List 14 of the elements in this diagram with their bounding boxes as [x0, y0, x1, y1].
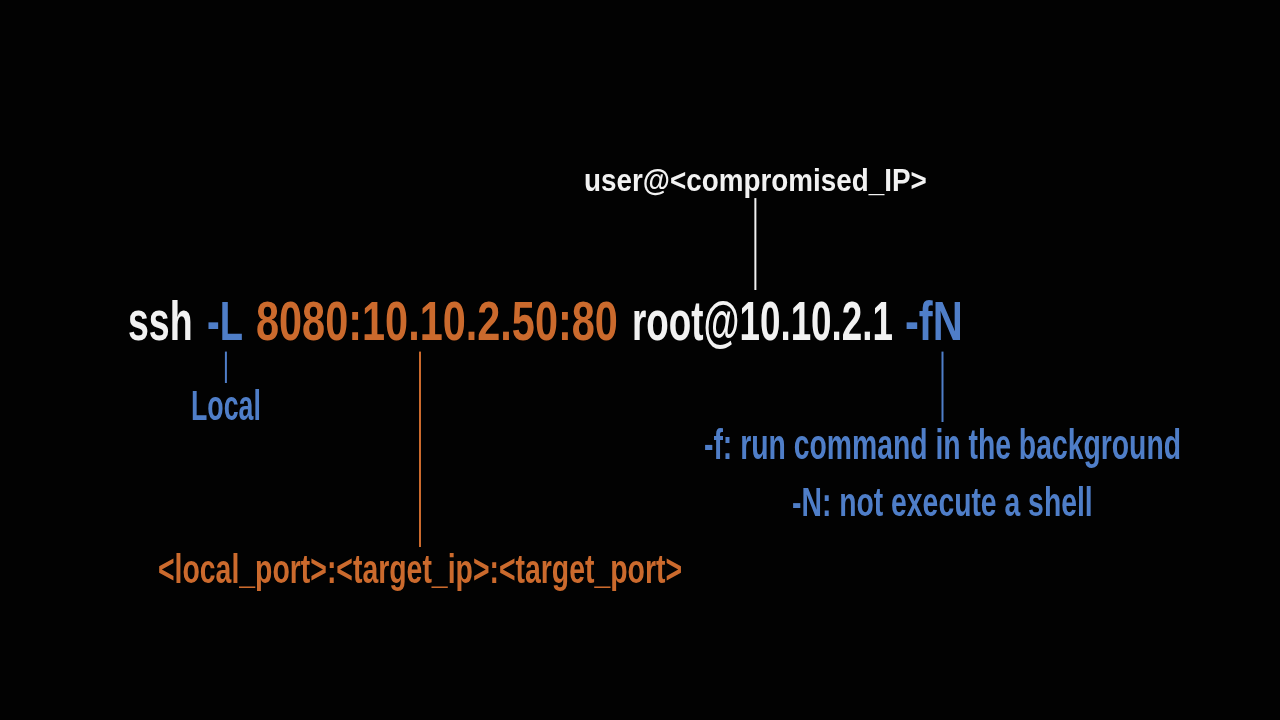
annotation-text: Local: [191, 383, 261, 430]
login-target-text: root@10.10.2.1: [632, 290, 893, 352]
annotation-text: <local_port>:<target_ip>:<target_port>: [158, 547, 682, 591]
port-forward-text: 8080:10.10.2.50:80: [256, 290, 618, 352]
leader-line: [941, 350, 944, 423]
annotation-text: -N: not execute a shell: [792, 480, 1093, 524]
leader-line: [754, 197, 757, 291]
annotation-text: -f: run command in the background: [704, 422, 1181, 469]
leader-line: [419, 350, 421, 548]
command-text: ssh: [128, 290, 193, 352]
option-text: -fN: [905, 290, 963, 352]
option-text: -L: [207, 290, 243, 352]
annotation-text: user@<compromised_IP>: [584, 164, 927, 199]
leader-line: [224, 350, 227, 384]
